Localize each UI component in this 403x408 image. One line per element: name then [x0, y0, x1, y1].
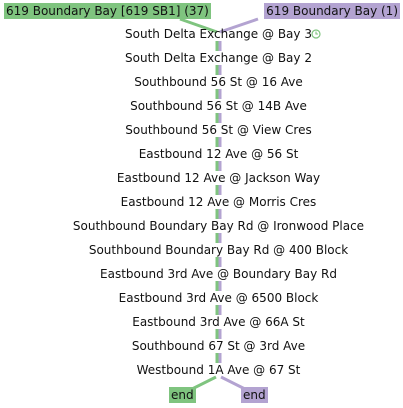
route-label-619-sb1[interactable]: 619 Boundary Bay [619 SB1] (37) [4, 3, 211, 19]
clock-icon [311, 29, 321, 39]
stop-label: Eastbound 12 Ave @ Morris Cres [120, 195, 317, 209]
stop-label: Southbound 67 St @ 3rd Ave [131, 339, 306, 353]
stop-label: Eastbound 3rd Ave @ Boundary Bay Rd [100, 267, 337, 281]
route-line-619 [219, 17, 259, 34]
stop-label: Eastbound 12 Ave @ 56 St [138, 147, 299, 161]
stop-label: Southbound 56 St @ 14B Ave [130, 99, 307, 113]
stop-label: Southbound 56 St @ 16 Ave [134, 75, 303, 89]
route-end-label-619[interactable]: end [241, 387, 268, 403]
stop-label: Westbound 1A Ave @ 67 St [136, 363, 301, 377]
route-label-619[interactable]: 619 Boundary Bay (1) [264, 3, 400, 19]
stop-label: South Delta Exchange @ Bay 3 [125, 27, 312, 41]
stop-label: Southbound 56 St @ View Cres [125, 123, 312, 137]
stop-label: Southbound Boundary Bay Rd @ Ironwood Pl… [72, 219, 365, 233]
stop-label: South Delta Exchange @ Bay 2 [125, 51, 312, 65]
stop-label: Eastbound 12 Ave @ Jackson Way [116, 171, 321, 185]
route-line-619-sb1 [191, 375, 217, 391]
stop-label: Eastbound 3rd Ave @ 66A St [132, 315, 305, 329]
stop-label: Eastbound 3rd Ave @ 6500 Block [118, 291, 319, 305]
route-line-619-sb1 [179, 17, 218, 34]
stop-label: Southbound Boundary Bay Rd @ 400 Block [88, 243, 349, 257]
route-end-label-619-sb1[interactable]: end [169, 387, 196, 403]
